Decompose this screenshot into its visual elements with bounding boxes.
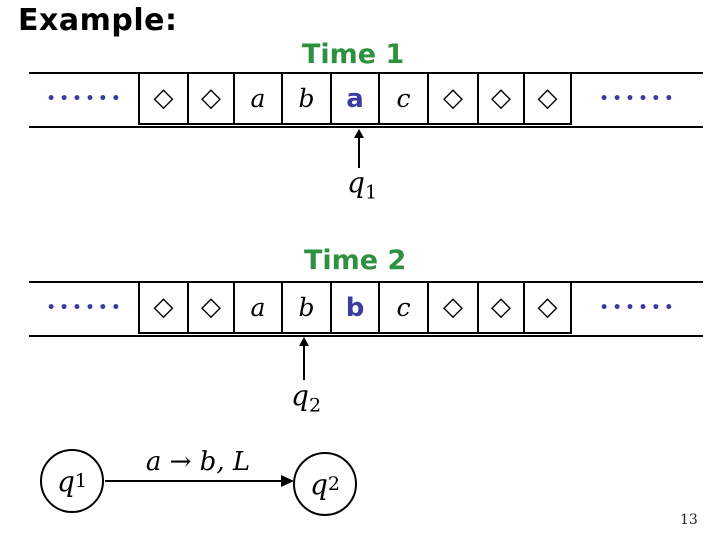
tape-cell-letter: a	[235, 72, 283, 125]
tape-cell-letter: b	[283, 281, 332, 334]
state-subscript: 1	[364, 181, 378, 204]
arrow-stem	[358, 138, 360, 168]
tape-cells: ◇ ◇ a b b c ◇ ◇ ◇	[138, 281, 572, 334]
tape-cell-blank: ◇	[189, 281, 235, 334]
state-subscript: 2	[308, 394, 322, 417]
tape-right-ellipsis: ••••••	[599, 90, 678, 107]
state-subscript: 2	[327, 473, 341, 495]
slide-title: Example:	[18, 3, 178, 38]
state-label-q1: q1	[347, 166, 377, 204]
state-base: q	[291, 379, 309, 412]
tape-cell-head: b	[332, 281, 380, 334]
head-arrow-icon	[299, 337, 309, 380]
page-number: 13	[680, 512, 698, 528]
tape-cell-blank: ◇	[429, 72, 479, 125]
tape-cell-blank: ◇	[525, 72, 572, 125]
transition-arrow-icon	[105, 480, 282, 482]
arrow-head	[299, 337, 309, 346]
tape-cell-letter: b	[283, 72, 332, 125]
time-1-label: Time 1	[302, 39, 405, 70]
state-subscript: 1	[74, 470, 88, 492]
arrow-stem	[303, 346, 305, 380]
state-base: q	[347, 166, 365, 199]
tape-bottom-line	[29, 126, 703, 128]
state-base: q	[309, 467, 328, 501]
tape-cell-blank: ◇	[140, 281, 189, 334]
tape-cell-blank: ◇	[189, 72, 235, 125]
state-base: q	[56, 464, 75, 498]
time-2-label: Time 2	[304, 245, 407, 276]
tape-time-2: •••••• ◇ ◇ a b b c ◇ ◇ ◇ ••••••	[0, 281, 720, 339]
tape-left-ellipsis: ••••••	[46, 299, 125, 316]
tape-cell-blank: ◇	[479, 72, 525, 125]
tape-cell-letter: a	[235, 281, 283, 334]
transition-arrowhead-icon	[281, 475, 294, 487]
tape-left-ellipsis: ••••••	[46, 90, 125, 107]
arrow-head	[354, 129, 364, 138]
tape-time-1: •••••• ◇ ◇ a b a c ◇ ◇ ◇ ••••••	[0, 72, 720, 130]
tape-cell-blank: ◇	[479, 281, 525, 334]
tape-cell-letter: c	[380, 72, 429, 125]
tape-cells: ◇ ◇ a b a c ◇ ◇ ◇	[138, 72, 572, 125]
tape-bottom-line	[29, 335, 703, 337]
tape-right-ellipsis: ••••••	[599, 299, 678, 316]
tape-cell-head: a	[332, 72, 380, 125]
tape-cell-blank: ◇	[429, 281, 479, 334]
head-arrow-icon	[354, 129, 364, 168]
transition-label: a → b, L	[145, 447, 251, 477]
tape-cell-letter: c	[380, 281, 429, 334]
state-label-q2: q2	[291, 379, 321, 417]
tape-cell-blank: ◇	[525, 281, 572, 334]
tape-cell-blank: ◇	[140, 72, 189, 125]
